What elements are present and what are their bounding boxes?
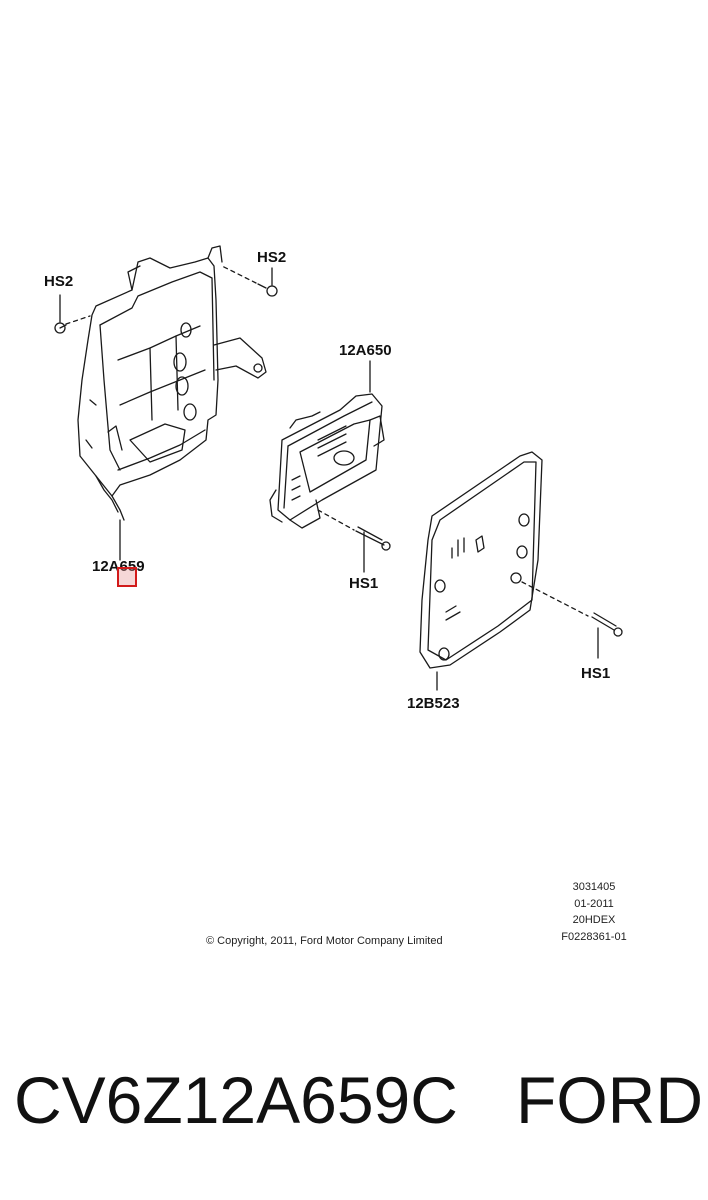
- callout-12a650: 12A650: [339, 342, 392, 359]
- callout-hs1-right: HS1: [581, 665, 611, 682]
- bolt-hs1-center-drawing: [317, 509, 391, 573]
- bracket-12a659-drawing: [77, 245, 267, 521]
- bolt-hs2-top-drawing: [221, 265, 278, 297]
- reference-line-4: F0228361-01: [561, 930, 627, 943]
- brand-name: FORD: [516, 1063, 703, 1137]
- callout-12b523: 12B523: [407, 695, 460, 712]
- reference-codes: 3031405 01-2011 20HDEX F0228361-01: [556, 879, 632, 945]
- callout-12a659: 12A659: [92, 558, 145, 575]
- callout-hs1-center: HS1: [349, 575, 379, 592]
- module-12a650-drawing: [269, 393, 385, 529]
- bolt-hs2-left-drawing: [54, 315, 91, 334]
- cover-12b523-drawing: [419, 451, 543, 669]
- part-highlight-marker: [117, 567, 137, 587]
- bolt-hs1-right-drawing: [521, 581, 623, 659]
- reference-line-2: 01-2011: [574, 897, 614, 910]
- reference-line-3: 20HDEX: [572, 914, 616, 926]
- reference-line-1: 3031405: [572, 881, 616, 893]
- exploded-parts-diagram: [54, 245, 623, 691]
- callout-hs2-left: HS2: [44, 273, 74, 290]
- callout-hs2-top: HS2: [257, 249, 287, 266]
- part-number-title: CV6Z12A659C: [14, 1063, 458, 1137]
- copyright-notice: © Copyright, 2011, Ford Motor Company Li…: [206, 935, 443, 947]
